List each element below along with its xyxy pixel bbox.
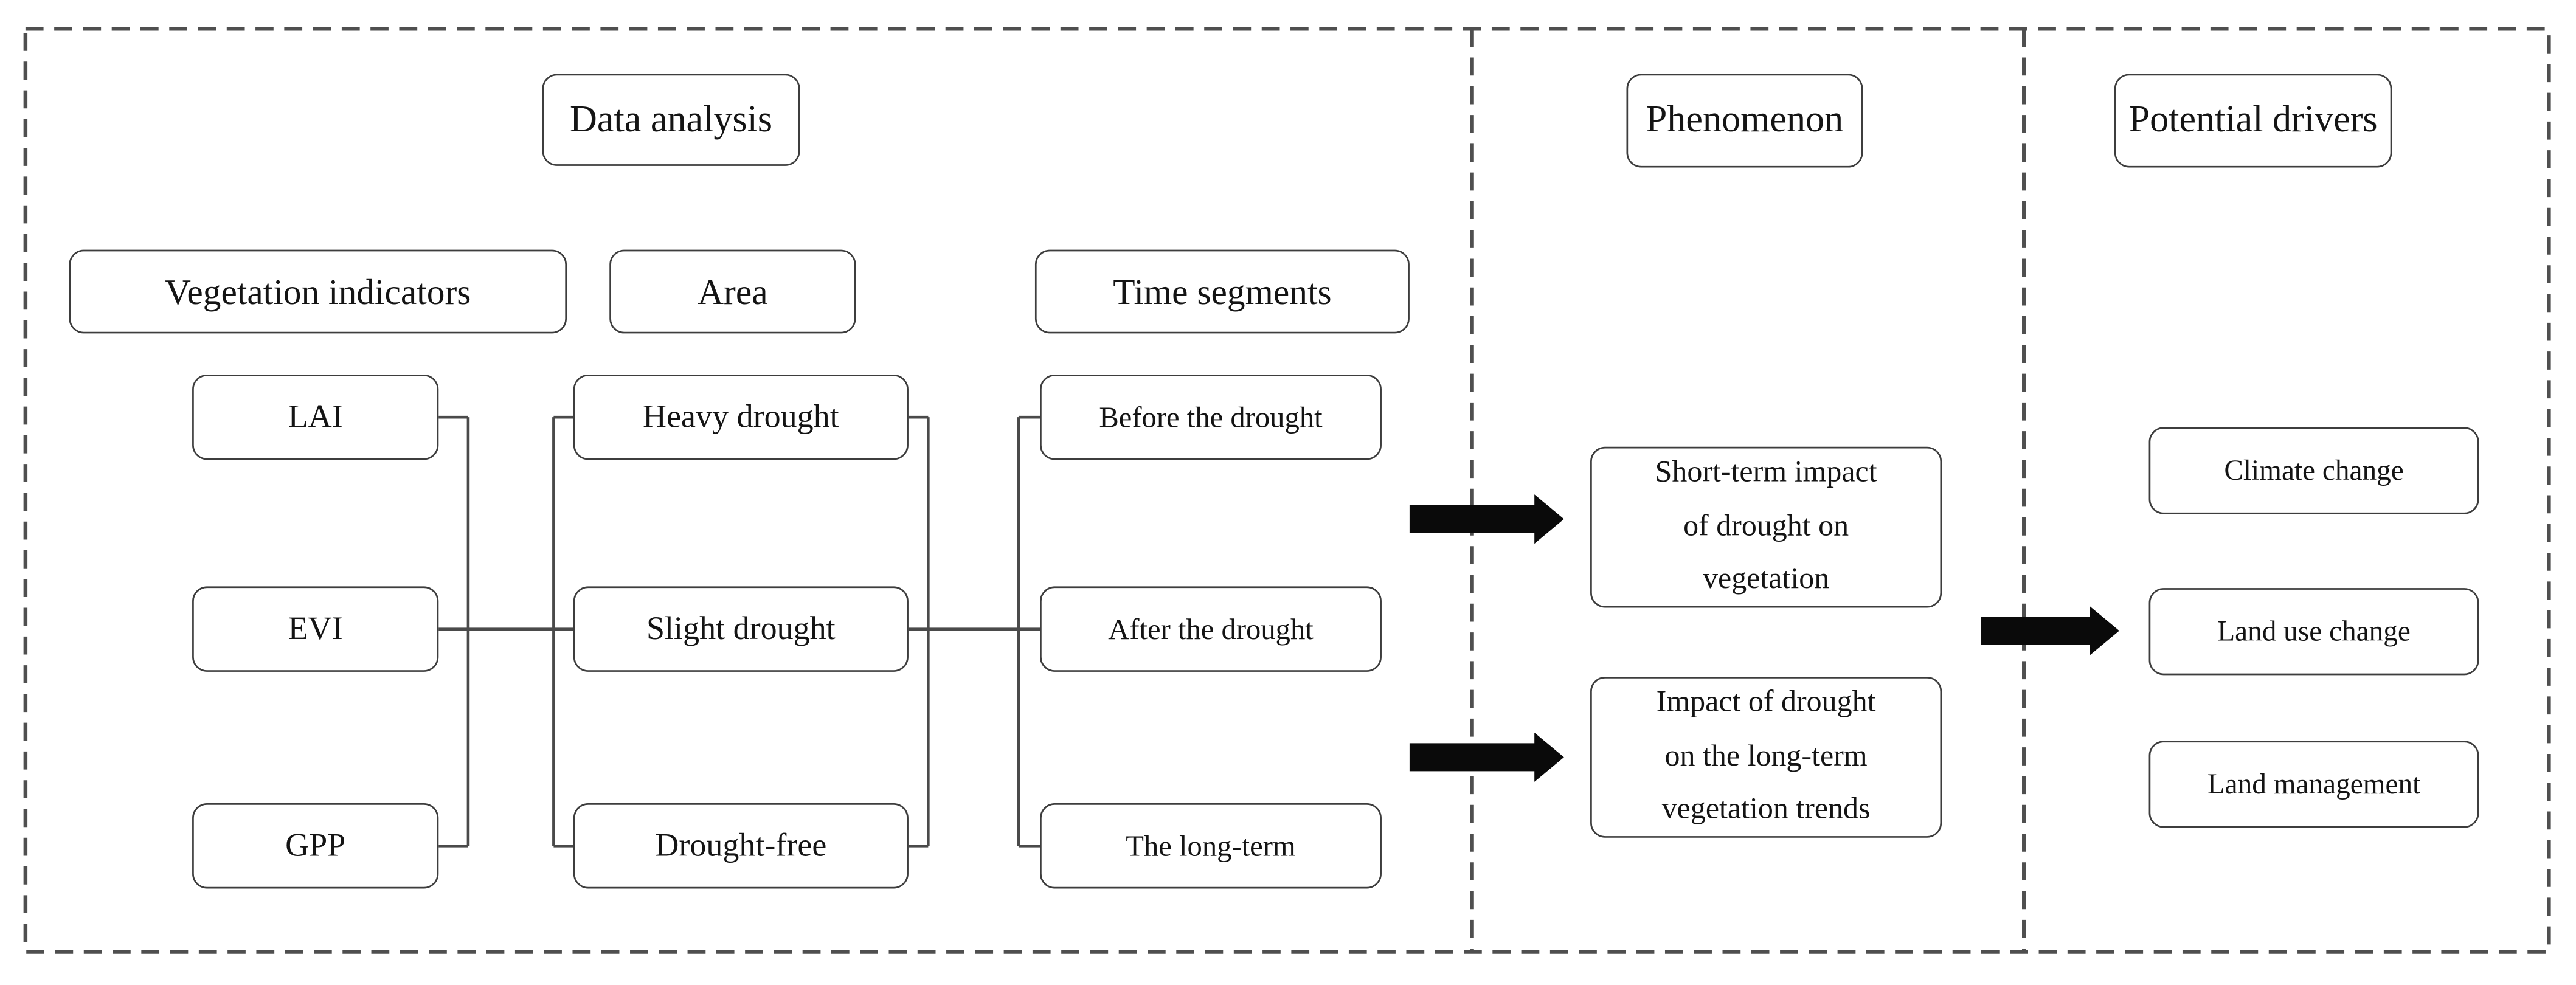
connector-lines <box>438 415 1040 848</box>
phenomenon-line: vegetation trends <box>1661 794 1871 828</box>
column-header-vegetation-indicators: Vegetation indicators <box>69 249 567 334</box>
box-lai: LAI <box>192 374 439 460</box>
arrow-right-icon-long-term <box>1409 732 1564 782</box>
box-long-term-impact: Impact of drought on the long-term veget… <box>1590 677 1942 838</box>
section-header-potential-drivers: Potential drivers <box>2114 74 2392 168</box>
box-drought-free: Drought-free <box>573 803 909 889</box>
box-gpp: GPP <box>192 803 439 889</box>
box-slight-drought: Slight drought <box>573 586 909 672</box>
box-short-term-impact: Short-term impact of drought on vegetati… <box>1590 446 1942 608</box>
box-land-use-change: Land use change <box>2148 588 2479 676</box>
phenomenon-line: on the long-term <box>1664 740 1868 773</box>
arrow-right-icon-drivers <box>1981 606 2119 655</box>
box-heavy-drought: Heavy drought <box>573 374 909 460</box>
phenomenon-line: vegetation <box>1703 564 1830 597</box>
box-land-management: Land management <box>2148 741 2479 828</box>
box-after-the-drought: After the drought <box>1040 586 1382 672</box>
box-climate-change: Climate change <box>2148 427 2479 514</box>
phenomenon-line: Short-term impact <box>1655 456 1877 489</box>
arrow-right-icon-short-term <box>1409 494 1564 544</box>
phenomenon-line: Impact of drought <box>1656 686 1876 719</box>
phenomenon-line: of drought on <box>1683 510 1849 543</box>
box-evi: EVI <box>192 586 439 672</box>
section-header-data-analysis: Data analysis <box>542 74 800 166</box>
box-the-long-term: The long-term <box>1040 803 1382 889</box>
section-header-phenomenon: Phenomenon <box>1626 74 1863 168</box>
column-header-time-segments: Time segments <box>1034 249 1410 334</box>
column-header-area: Area <box>609 249 856 334</box>
box-before-the-drought: Before the drought <box>1040 374 1382 460</box>
